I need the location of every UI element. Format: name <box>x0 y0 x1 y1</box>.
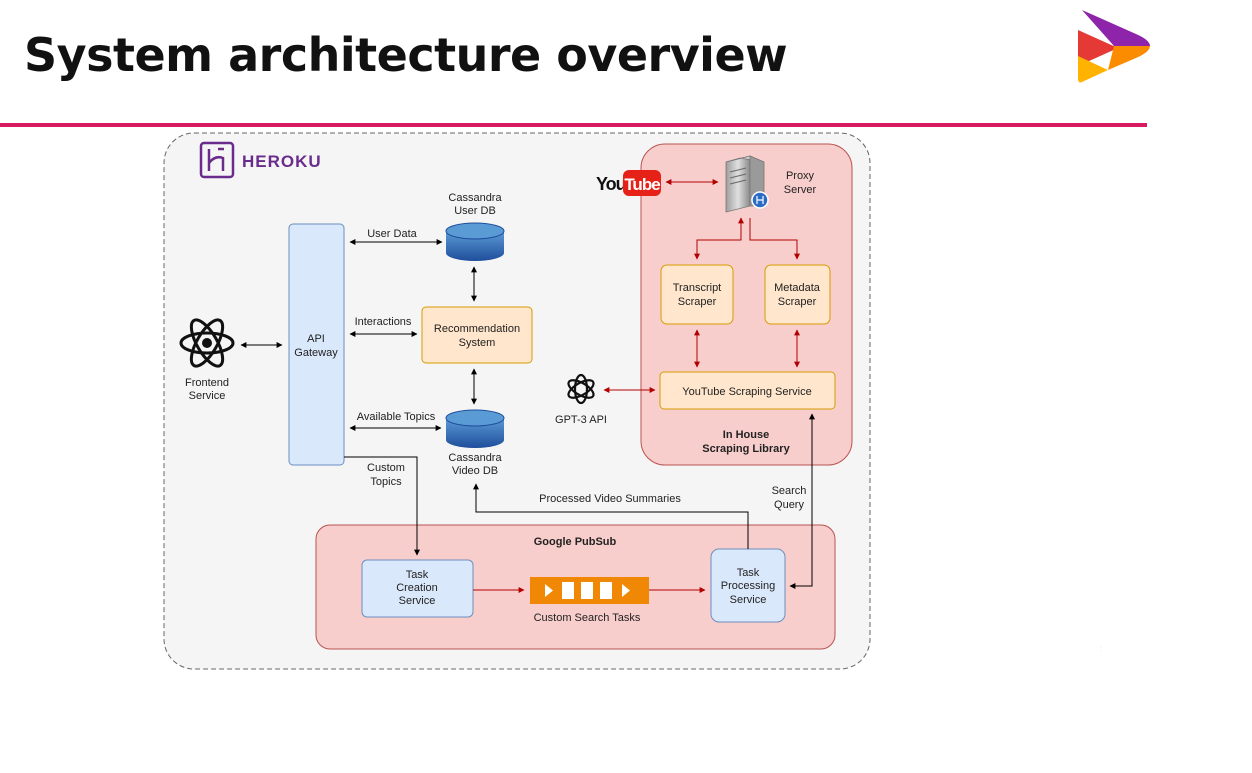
edge-label-processed-summaries: Processed Video Summaries <box>539 493 681 505</box>
youtube-you: You <box>596 174 626 194</box>
task-processing-label-line2: Processing <box>721 580 775 592</box>
queue-label: Custom Search Tasks <box>534 612 641 624</box>
recommendation-label-line2: System <box>459 337 496 349</box>
task-creation-label-line1: Task <box>406 569 429 581</box>
frontend-label-line1: Frontend <box>185 377 229 389</box>
youtube-scraping-service-box <box>659 371 836 410</box>
metadata-scraper-box <box>764 264 831 325</box>
task-creation-label-line2: Creation <box>396 582 438 594</box>
gpt3-label: GPT-3 API <box>555 414 607 426</box>
recommendation-label-line1: Recommendation <box>434 323 520 335</box>
transcript-scraper-label-line1: Transcript <box>673 282 722 294</box>
task-processing-label-line3: Service <box>730 594 767 606</box>
frontend-label-line2: Service <box>189 390 226 402</box>
heroku-logo-icon <box>199 141 235 179</box>
api-gateway-label-line1: API <box>307 333 325 345</box>
heroku-label: HEROKU <box>242 152 322 171</box>
task-creation-service-box <box>361 559 474 618</box>
react-atom-icon <box>179 318 235 368</box>
edge-label-search-query-2: Query <box>774 499 804 511</box>
edge-label-search-query-1: Search <box>772 485 807 497</box>
edge-proxy-metadata <box>749 218 800 260</box>
server-icon <box>725 155 769 213</box>
edge-label-custom-topics-1: Custom <box>367 462 405 474</box>
youtube-tube: Tube <box>624 175 660 194</box>
page-title: System architecture overview <box>24 28 788 82</box>
openai-knot-icon <box>567 373 595 405</box>
youtube-logo-icon: You Tube <box>596 170 661 196</box>
edge-search-query <box>789 413 815 589</box>
api-gateway-label-line2: Gateway <box>294 347 338 359</box>
scraping-library-label-line2: Scraping Library <box>702 443 790 455</box>
video-db-label-line1: Cassandra <box>448 452 502 464</box>
recommendation-system-box <box>421 306 533 364</box>
video-db-cylinder-database-icon <box>445 409 505 448</box>
edge-label-available-topics: Available Topics <box>357 411 436 423</box>
proxy-label-line2: Server <box>784 184 817 196</box>
api-gateway-box <box>288 223 345 466</box>
play-triangle-logo-icon <box>1078 10 1150 83</box>
edge-custom-topics <box>344 456 420 556</box>
edge-processed-summaries <box>473 483 749 549</box>
edge-proxy-transcript <box>694 217 744 260</box>
proxy-label-line1: Proxy <box>786 170 815 182</box>
transcript-scraper-label-line2: Scraper <box>678 296 717 308</box>
scraping-library-label-line1: In House <box>723 429 769 441</box>
message-queue-icon <box>530 577 649 604</box>
youtube-scraping-service-label: YouTube Scraping Service <box>682 386 811 398</box>
faint-mark: : <box>1100 644 1103 653</box>
edge-label-interactions: Interactions <box>355 316 412 328</box>
video-db-label-line2: Video DB <box>452 465 498 477</box>
pubsub-label: Google PubSub <box>534 536 617 548</box>
title-divider <box>0 123 1147 127</box>
metadata-scraper-label-line1: Metadata <box>774 282 821 294</box>
metadata-scraper-label-line2: Scraper <box>778 296 817 308</box>
user-db-cylinder-database-icon <box>445 222 505 261</box>
transcript-scraper-box <box>660 264 734 325</box>
task-creation-label-line3: Service <box>399 595 436 607</box>
user-db-label-line2: User DB <box>454 205 496 217</box>
task-processing-label-line1: Task <box>737 567 760 579</box>
edge-label-custom-topics-2: Topics <box>370 476 402 488</box>
edge-label-user-data: User Data <box>367 228 417 240</box>
user-db-label-line1: Cassandra <box>448 192 502 204</box>
